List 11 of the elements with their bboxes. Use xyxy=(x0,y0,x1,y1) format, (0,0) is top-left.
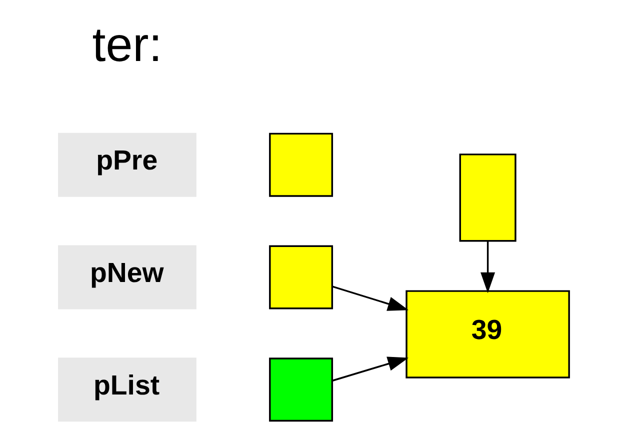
arrow xyxy=(331,356,408,382)
node-box: pList xyxy=(58,358,196,422)
node-box xyxy=(268,245,333,310)
arrow xyxy=(480,241,495,294)
node-box xyxy=(268,358,333,422)
node-box: pPre xyxy=(58,132,196,197)
arrow xyxy=(331,286,408,311)
label: ter: xyxy=(92,18,162,72)
node-box: 39 xyxy=(405,290,570,378)
node-box xyxy=(268,132,333,197)
node-box xyxy=(458,154,516,242)
